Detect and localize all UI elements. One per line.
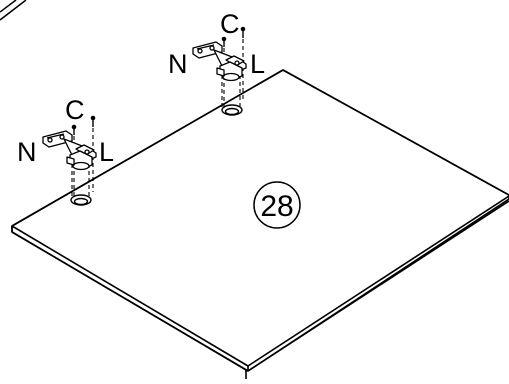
hinge-right-label-l: L	[250, 49, 265, 79]
panel-front-edge-right	[247, 195, 509, 367]
panel-number: 28	[260, 190, 293, 223]
panel-front-edge-left	[11, 225, 249, 367]
hinge-assembly-left: C N L	[17, 95, 114, 198]
screw-icon	[71, 115, 96, 135]
hinge-icon	[192, 41, 247, 82]
hinge-hole-right	[221, 104, 243, 116]
hinge-right-label-n: N	[168, 49, 188, 79]
hinge-hole-left	[70, 194, 92, 206]
hinge-right-label-c: C	[220, 9, 240, 39]
panel-number-badge: 28	[253, 181, 301, 229]
hinge-left-label-c: C	[65, 95, 85, 125]
hinge-left-label-l: L	[99, 137, 114, 167]
hinge-assembly-right: C N L	[168, 9, 265, 108]
board-panel	[11, 69, 509, 379]
hinge-left-label-n: N	[17, 137, 37, 167]
screw-icon	[221, 26, 246, 47]
adjacent-panel-edge	[0, 0, 27, 21]
hinge-icon	[42, 130, 97, 171]
